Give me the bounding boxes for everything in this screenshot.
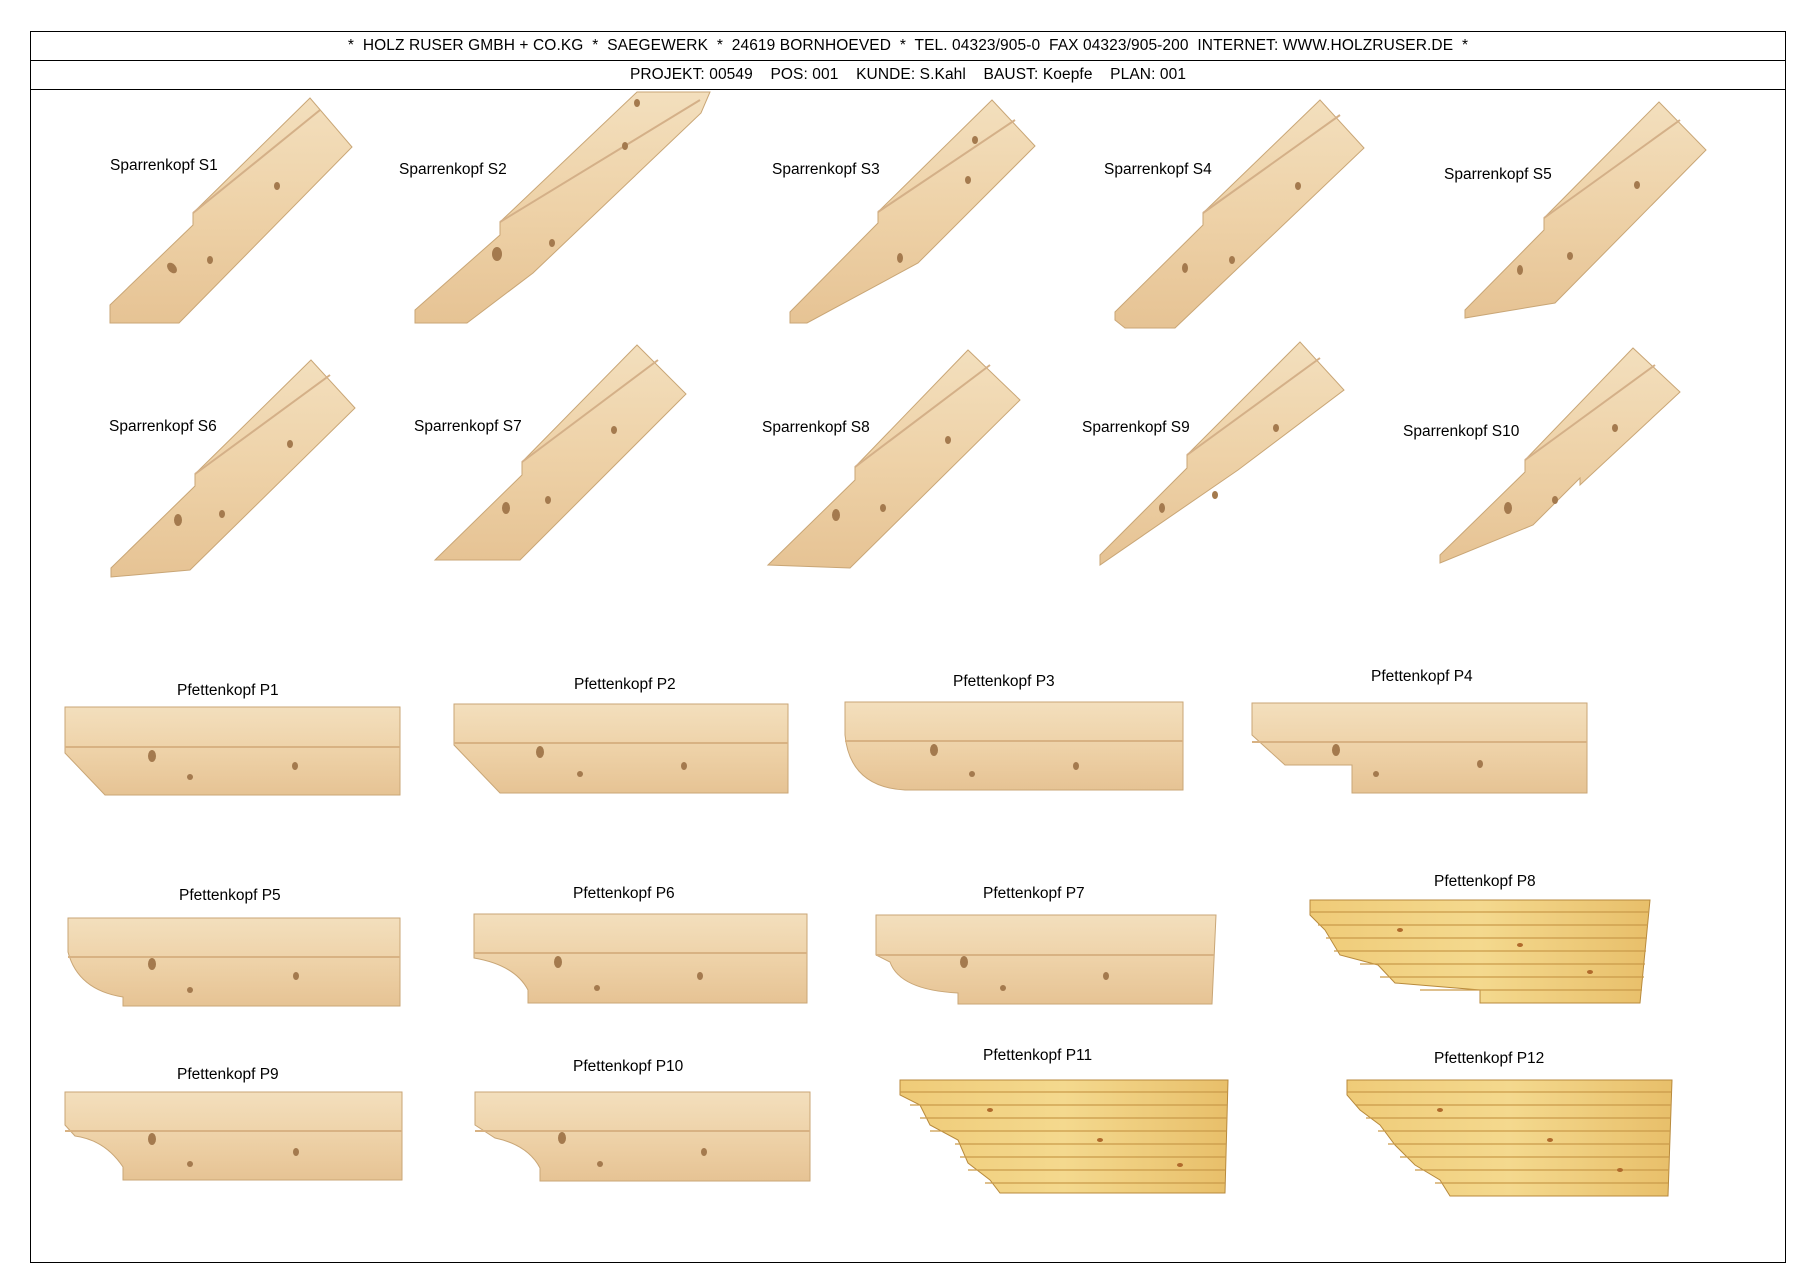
rafter-head-s6: [110, 359, 356, 578]
rafter-head-s8: [766, 349, 1021, 569]
purlin-head-p3: [844, 701, 1184, 791]
purlin-head-p12: [1346, 1079, 1673, 1197]
rafter-head-s2: [414, 91, 711, 324]
purlin-head-p8: [1309, 899, 1651, 1004]
project-header: PROJEKT: 00549 POS: 001 KUNDE: S.Kahl BA…: [31, 61, 1785, 90]
purlin-head-p5: [67, 917, 401, 1007]
label-sparrenkopf-s4: Sparrenkopf S4: [1104, 161, 1212, 178]
purlin-head-p6: [473, 913, 808, 1004]
label-pfettenkopf-p12: Pfettenkopf P12: [1434, 1050, 1545, 1067]
label-pfettenkopf-p4: Pfettenkopf P4: [1371, 668, 1473, 685]
drawing-frame: * HOLZ RUSER GMBH + CO.KG * SAEGEWERK * …: [30, 31, 1786, 1263]
label-sparrenkopf-s6: Sparrenkopf S6: [109, 418, 217, 435]
rafter-head-s4: [1114, 99, 1365, 329]
company-header: * HOLZ RUSER GMBH + CO.KG * SAEGEWERK * …: [31, 32, 1785, 61]
purlin-head-p4: [1251, 702, 1588, 794]
label-sparrenkopf-s5: Sparrenkopf S5: [1444, 166, 1552, 183]
purlin-head-p10: [474, 1091, 811, 1182]
label-pfettenkopf-p3: Pfettenkopf P3: [953, 673, 1055, 690]
label-pfettenkopf-p10: Pfettenkopf P10: [573, 1058, 684, 1075]
purlin-head-p11: [899, 1079, 1229, 1194]
label-sparrenkopf-s3: Sparrenkopf S3: [772, 161, 880, 178]
label-sparrenkopf-s9: Sparrenkopf S9: [1082, 419, 1190, 436]
label-pfettenkopf-p11: Pfettenkopf P11: [983, 1047, 1093, 1064]
purlin-head-p9: [64, 1091, 403, 1181]
rafter-head-s7: [433, 344, 687, 561]
rafter-head-s5: [1464, 101, 1707, 319]
label-sparrenkopf-s10: Sparrenkopf S10: [1403, 423, 1520, 440]
label-sparrenkopf-s2: Sparrenkopf S2: [399, 161, 507, 178]
label-sparrenkopf-s1: Sparrenkopf S1: [110, 157, 218, 174]
label-pfettenkopf-p7: Pfettenkopf P7: [983, 885, 1085, 902]
label-sparrenkopf-s7: Sparrenkopf S7: [414, 418, 522, 435]
rafter-head-s1: [109, 97, 353, 324]
label-pfettenkopf-p2: Pfettenkopf P2: [574, 676, 676, 693]
label-pfettenkopf-p1: Pfettenkopf P1: [177, 682, 279, 699]
rafter-head-s9: [1099, 341, 1345, 566]
label-pfettenkopf-p5: Pfettenkopf P5: [179, 887, 281, 904]
purlin-head-p7: [875, 914, 1217, 1005]
rafter-head-s3: [789, 99, 1036, 324]
rafter-head-s10: [1439, 347, 1681, 564]
label-sparrenkopf-s8: Sparrenkopf S8: [762, 419, 870, 436]
purlin-head-p1: [64, 706, 401, 796]
label-pfettenkopf-p8: Pfettenkopf P8: [1434, 873, 1536, 890]
label-pfettenkopf-p9: Pfettenkopf P9: [177, 1066, 279, 1083]
label-pfettenkopf-p6: Pfettenkopf P6: [573, 885, 675, 902]
purlin-head-p2: [453, 703, 789, 794]
